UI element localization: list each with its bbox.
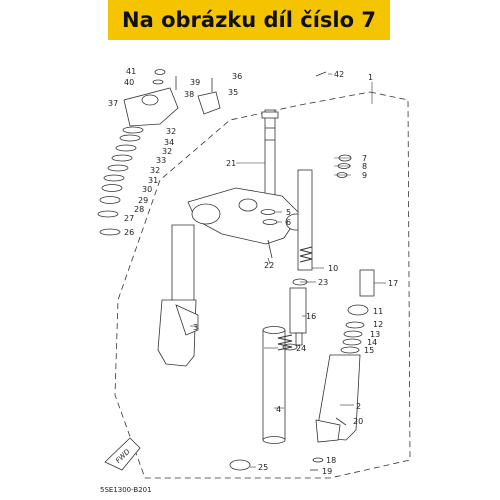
oil-seal — [347, 304, 369, 316]
callout-5: 5 — [286, 208, 291, 217]
spring-lower — [277, 334, 293, 351]
callout-1: 1 — [368, 73, 373, 82]
callout-37: 37 — [108, 99, 118, 108]
nut-41 — [154, 69, 166, 75]
callout-25: 25 — [258, 463, 268, 472]
washer-40 — [152, 79, 164, 85]
spacer-25 — [229, 459, 251, 471]
callout-36: 36 — [232, 72, 242, 81]
dust-seal — [342, 338, 362, 346]
callout-3: 3 — [193, 323, 198, 332]
callout-10: 10 — [328, 264, 338, 273]
callout-20: 20 — [353, 417, 363, 426]
assembly-boundary — [114, 91, 411, 479]
clip — [343, 330, 363, 338]
callout-7: 7 — [362, 154, 367, 163]
callout-27: 27 — [124, 214, 134, 223]
callout-15: 15 — [364, 346, 374, 355]
callout-9: 9 — [362, 171, 367, 180]
callout-32c: 32 — [150, 166, 160, 175]
inner-tube — [262, 326, 286, 444]
callout-26: 26 — [124, 228, 134, 237]
callout-32b: 32 — [162, 147, 172, 156]
bolt-42 — [315, 71, 327, 77]
damper-rod — [289, 169, 313, 346]
collar-24 — [282, 343, 298, 351]
callout-40: 40 — [124, 78, 134, 87]
callout-31: 31 — [148, 176, 158, 185]
callout-30: 30 — [142, 185, 152, 194]
bearing-stack — [97, 126, 144, 236]
callout-23: 23 — [318, 278, 328, 287]
callout-11: 11 — [373, 307, 383, 316]
callout-labels: 1 2 3 4 5 6 7 8 9 10 11 12 13 14 15 16 1… — [100, 67, 398, 494]
callout-42: 42 — [334, 70, 344, 79]
callout-32a: 32 — [166, 127, 176, 136]
title-banner: Na obrázku díl číslo 7 — [108, 0, 390, 40]
washer-5 — [260, 209, 276, 215]
outer-tube — [315, 354, 361, 443]
spring-upper — [299, 246, 313, 263]
callout-2: 2 — [356, 402, 361, 411]
page-title: Na obrázku díl číslo 7 — [122, 8, 376, 32]
callout-13: 13 — [370, 330, 380, 339]
handlebar-holder — [123, 87, 221, 127]
steering-stem — [261, 109, 279, 206]
callout-21: 21 — [226, 159, 236, 168]
callout-38: 38 — [184, 90, 194, 99]
callout-19: 19 — [322, 467, 332, 476]
callout-14: 14 — [367, 338, 377, 347]
bushing — [359, 269, 375, 297]
callout-24: 24 — [296, 344, 306, 353]
washer-18 — [312, 457, 324, 463]
callout-17: 17 — [388, 279, 398, 288]
callout-4: 4 — [276, 405, 281, 414]
bolt-20 — [335, 417, 347, 426]
washer — [345, 321, 365, 329]
callout-29: 29 — [138, 196, 148, 205]
callout-39: 39 — [190, 78, 200, 87]
callout-16: 16 — [306, 312, 316, 321]
callout-12: 12 — [373, 320, 383, 329]
seal-spacer — [340, 346, 360, 354]
callout-35: 35 — [228, 88, 238, 97]
callout-22: 22 — [264, 261, 274, 270]
bolt-22 — [267, 239, 273, 259]
fwd-arrow-icon — [104, 437, 141, 471]
callout-34: 34 — [164, 138, 174, 147]
callout-6: 6 — [286, 218, 291, 227]
callout-41: 41 — [126, 67, 136, 76]
callout-8: 8 — [362, 162, 367, 171]
part-code: 5SE1300-B201 — [100, 486, 152, 494]
left-fork-assembly — [157, 224, 199, 367]
under-bracket — [187, 187, 307, 245]
callout-28: 28 — [134, 205, 144, 214]
callout-18: 18 — [326, 456, 336, 465]
callout-33: 33 — [156, 156, 166, 165]
